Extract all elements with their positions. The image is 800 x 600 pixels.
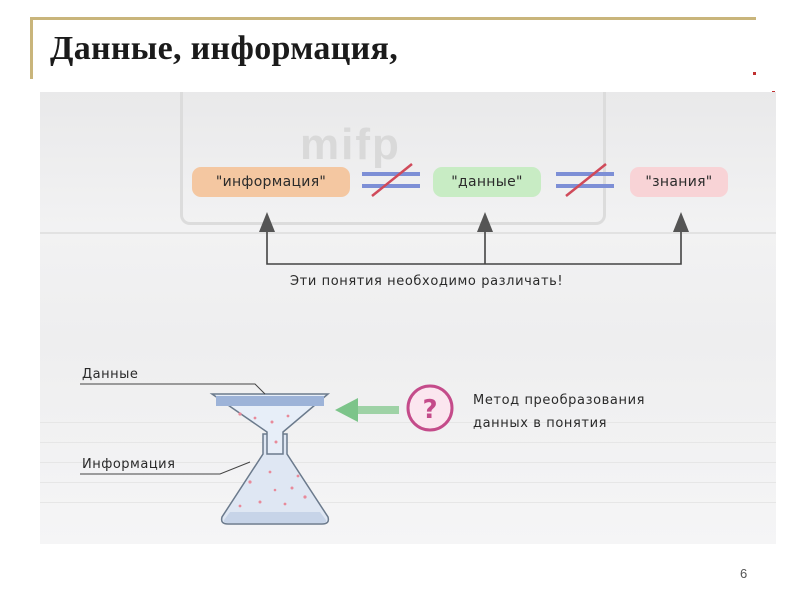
method-line: данных в понятия [473, 412, 645, 435]
left-rule [30, 17, 33, 79]
page-number: 6 [740, 566, 747, 581]
up-arrow-icon [259, 212, 689, 232]
not-equal-icon [362, 164, 420, 196]
top-rule [30, 17, 756, 20]
funnel-icon [212, 394, 328, 454]
left-arrow-icon [335, 398, 399, 422]
label-information: Информация [82, 457, 175, 472]
svg-text:?: ? [422, 395, 437, 425]
method-line: Метод преобразования [473, 389, 645, 412]
decor-mark [753, 72, 756, 75]
question-icon: ? [408, 386, 452, 430]
method-text: Метод преобразования данных в понятия [473, 389, 645, 435]
slide-title: Данные, информация, [50, 30, 398, 68]
diagram-image: mifp "информация" "данные" "знания" [40, 92, 776, 544]
not-equal-icon [556, 164, 614, 196]
label-data: Данные [82, 367, 138, 382]
arrow-bracket [267, 228, 681, 264]
diagram-caption: Эти понятия необходимо различать! [290, 274, 563, 289]
diagram-graphics: ? [40, 92, 776, 544]
